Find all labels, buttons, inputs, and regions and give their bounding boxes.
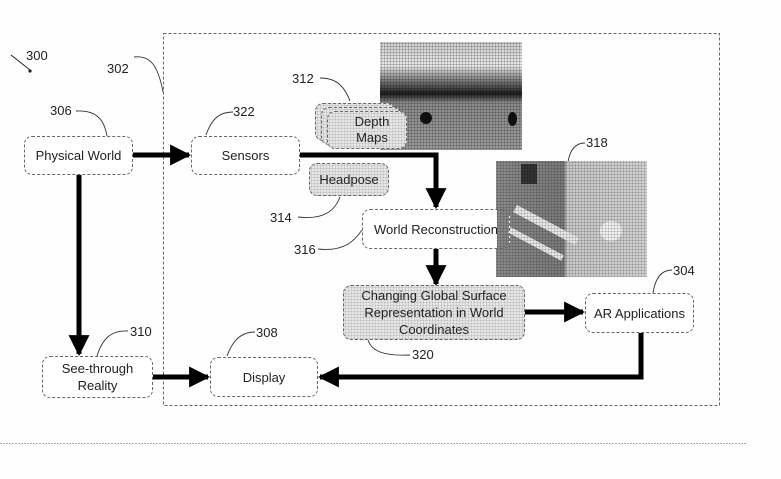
headpose-label: Headpose [319, 172, 379, 187]
arrow-sensors-to-reconstruction [300, 152, 447, 210]
leader-320 [367, 339, 411, 356]
leader-312 [319, 77, 351, 102]
arrow-ar-to-display [317, 333, 644, 388]
global-surface-node[interactable]: Changing Global Surface Representation i… [343, 285, 525, 340]
sensors-node[interactable]: Sensors [191, 136, 300, 175]
leader-306 [75, 110, 108, 137]
ref-302: 302 [107, 61, 129, 76]
ref-310: 310 [130, 324, 152, 339]
world-reconstruction-label: World Reconstruction [373, 221, 499, 237]
leader-302 [133, 56, 164, 93]
ref-306: 306 [50, 103, 72, 118]
leader-314 [297, 196, 341, 218]
see-through-reality-node[interactable]: See-through Reality [42, 356, 153, 398]
leader-310 [96, 330, 129, 357]
figure-pointer-arrow [10, 54, 31, 71]
depth-maps-node[interactable]: Depth Maps [327, 111, 407, 149]
leader-308 [226, 331, 256, 357]
system-boundary [163, 33, 720, 406]
ref-316: 316 [294, 242, 316, 257]
ref-318: 318 [586, 135, 608, 150]
see-through-reality-label: See-through Reality [61, 361, 134, 393]
global-surface-label: Changing Global Surface Representation i… [361, 288, 507, 337]
display-node[interactable]: Display [210, 357, 318, 397]
physical-world-node[interactable]: Physical World [24, 136, 133, 175]
ar-applications-node[interactable]: AR Applications [585, 293, 694, 333]
figure-number: 300 [26, 48, 48, 63]
ref-304: 304 [673, 263, 695, 278]
leader-318 [567, 142, 586, 163]
leader-322 [205, 111, 234, 136]
ref-320: 320 [412, 347, 434, 362]
physical-world-label: Physical World [35, 148, 122, 163]
leader-316 [317, 229, 363, 250]
ar-applications-label: AR Applications [593, 305, 686, 321]
sensors-label: Sensors [221, 148, 270, 163]
ref-312: 312 [292, 71, 314, 86]
world-reconstruction-node[interactable]: World Reconstruction [362, 209, 510, 249]
reconstruction-image [496, 161, 647, 277]
ref-314: 314 [270, 210, 292, 225]
ref-322: 322 [233, 104, 255, 119]
headpose-node[interactable]: Headpose [309, 163, 389, 196]
leader-304 [652, 269, 673, 294]
ref-308: 308 [256, 325, 278, 340]
display-label: Display [242, 369, 286, 385]
depth-maps-label: Depth Maps [354, 114, 390, 145]
